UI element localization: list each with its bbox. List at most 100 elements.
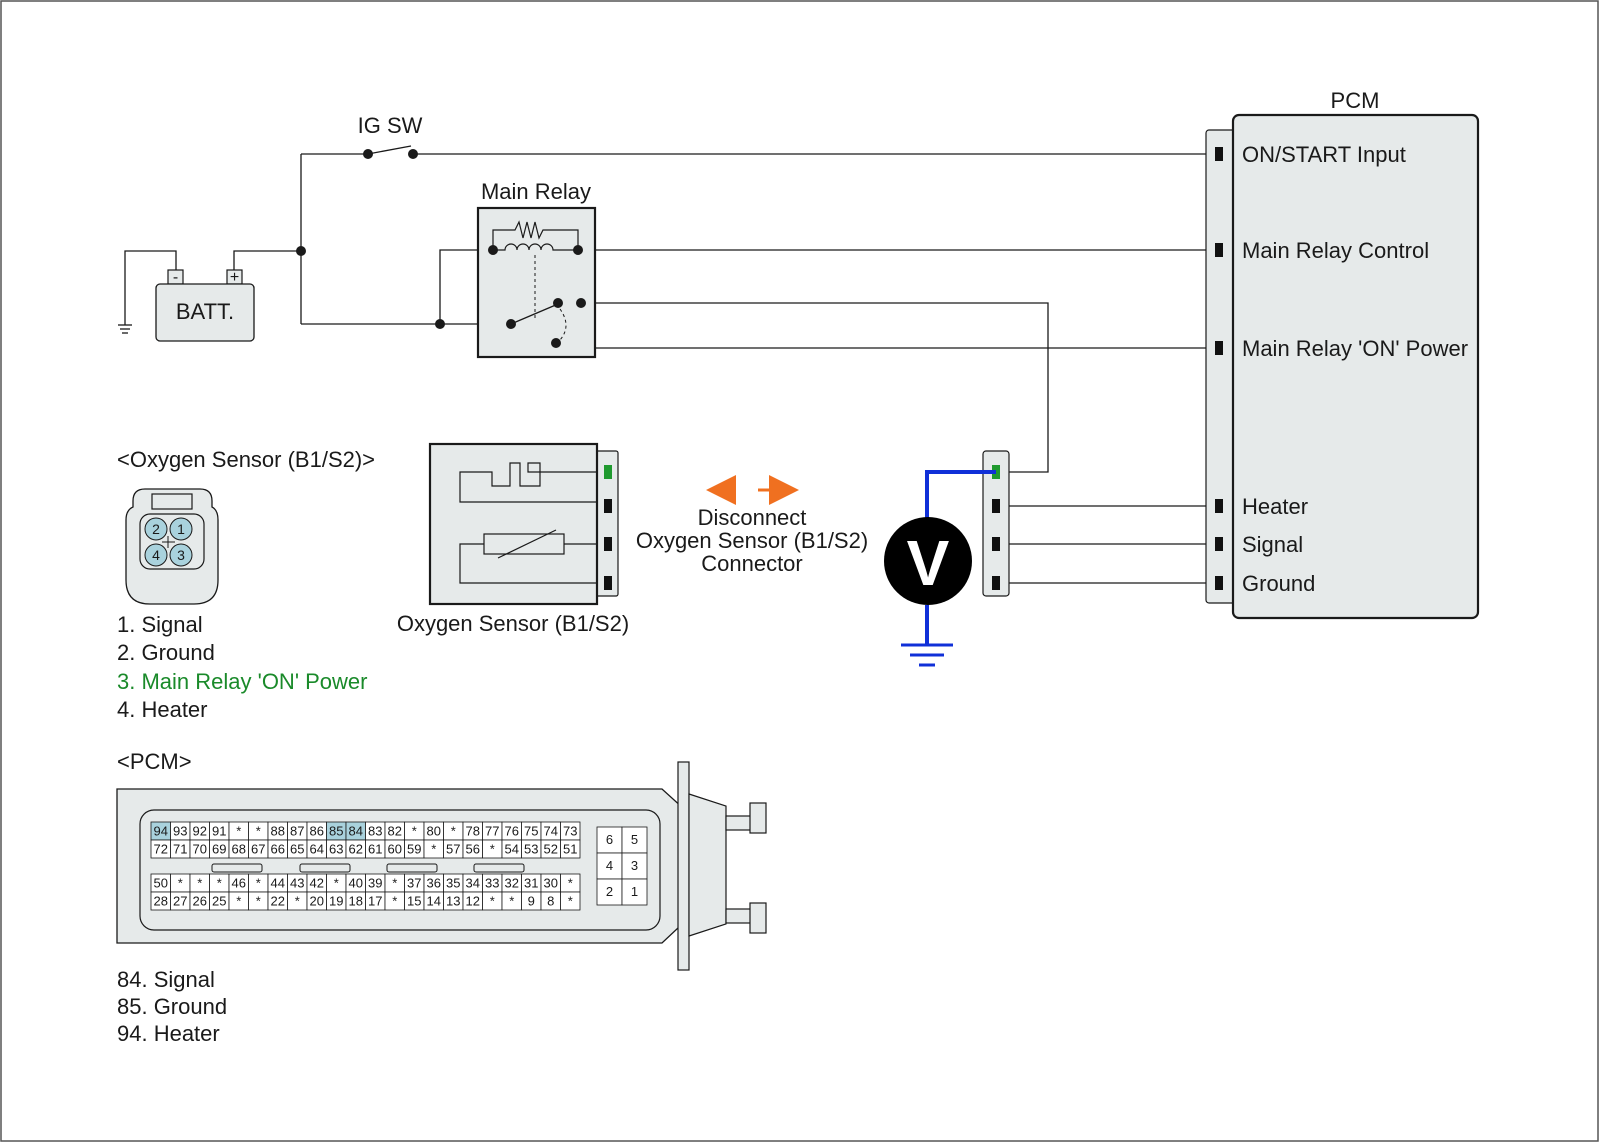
pcm-pin-number: 37 <box>407 876 421 891</box>
pcm-pin-number: * <box>256 824 261 839</box>
disconnect-line-1: Disconnect <box>698 505 807 530</box>
pcm-pin-number: 12 <box>466 894 480 909</box>
pcm-small-pin-number: 6 <box>606 832 613 847</box>
pcm-small-pin-number: 3 <box>631 858 638 873</box>
pcm-pin-number: 85 <box>329 824 343 839</box>
pcm-pin-main-relay-on-power: Main Relay 'ON' Power <box>1242 336 1468 361</box>
voltmeter-symbol: V <box>907 527 950 599</box>
pcm-terminals <box>1215 147 1223 590</box>
pcm-pin-number: * <box>412 824 417 839</box>
sensor-pin-1: 1. Signal <box>117 612 203 637</box>
pcm-pin-number: 64 <box>310 842 324 857</box>
pcm-pin-84: 84. Signal <box>117 967 215 992</box>
pcm-pin-number: 88 <box>271 824 285 839</box>
pcm-pin-number: 43 <box>290 876 304 891</box>
junction-dot <box>435 319 445 329</box>
pcm-small-pin-number: 2 <box>606 884 613 899</box>
pcm-small-pin-number: 1 <box>631 884 638 899</box>
pcm-pin-number: * <box>236 894 241 909</box>
ig-switch-contact <box>363 149 373 159</box>
pcm-pin-number: 66 <box>271 842 285 857</box>
pcm-pin-number: 9 <box>528 894 535 909</box>
pcm-pin-number: 35 <box>446 876 460 891</box>
battery-plus-sign: + <box>230 269 239 286</box>
pcm-pin-number: * <box>509 894 514 909</box>
pcm-pin-number: 78 <box>466 824 480 839</box>
sensor-pin-3: 3. Main Relay 'ON' Power <box>117 669 368 694</box>
pcm-pin-number: 32 <box>505 876 519 891</box>
pcm-pin-number: 18 <box>349 894 363 909</box>
pcm-pin-number: 87 <box>290 824 304 839</box>
pcm-small-pin-cell <box>621 852 648 880</box>
pcm-pin-number: 93 <box>173 824 187 839</box>
pcm-pin-number: 51 <box>563 842 577 857</box>
pcm-pin-number: * <box>392 894 397 909</box>
pcm-title: PCM <box>1331 88 1380 113</box>
pcm-pin-number: 62 <box>349 842 363 857</box>
pcm-pin-number: * <box>451 824 456 839</box>
pcm-pin-number: 69 <box>212 842 226 857</box>
pcm-pin-on-start-input: ON/START Input <box>1242 142 1406 167</box>
pcm-small-pin-cell <box>596 826 623 854</box>
oxygen-sensor-caption: Oxygen Sensor (B1/S2) <box>397 611 629 636</box>
pcm-pin-number: 36 <box>427 876 441 891</box>
pcm-pin-number: 17 <box>368 894 382 909</box>
pcm-pin-number: * <box>490 842 495 857</box>
pcm-pin-number: 26 <box>193 894 207 909</box>
pcm-pin-number: 34 <box>466 876 480 891</box>
voltmeter <box>884 517 972 605</box>
pcm-small-pin-cell <box>621 878 648 906</box>
pcm-pin-ground: Ground <box>1242 571 1315 596</box>
pcm-pin-number: 53 <box>524 842 538 857</box>
pcm-pin-number: * <box>392 876 397 891</box>
cavity-number: 2 <box>152 521 160 537</box>
battery-minus-sign: - <box>173 269 178 286</box>
pcm-pin-number: 27 <box>173 894 187 909</box>
pcm-pin-cell <box>560 839 581 859</box>
pcm-small-pin-number: 5 <box>631 832 638 847</box>
pcm-pin-number: 74 <box>544 824 558 839</box>
pcm-pin-number: 75 <box>524 824 538 839</box>
pcm-small-pin-cell <box>596 878 623 906</box>
pcm-pin-cell <box>560 891 581 911</box>
pcm-pin-number: 39 <box>368 876 382 891</box>
pcm-pin-number: 73 <box>563 824 577 839</box>
pcm-pin-number: 20 <box>310 894 324 909</box>
meter-lead-positive <box>925 470 996 518</box>
pcm-pin-number: 77 <box>485 824 499 839</box>
pcm-pin-number: 22 <box>271 894 285 909</box>
pcm-pin-number: * <box>256 894 261 909</box>
pcm-pin-number: 52 <box>544 842 558 857</box>
pcm-pin-number: * <box>236 824 241 839</box>
pcm-pin-main-relay-control: Main Relay Control <box>1242 238 1429 263</box>
pcm-small-pin-cell <box>621 826 648 854</box>
pcm-pin-number: 46 <box>232 876 246 891</box>
pcm-pin-number: 19 <box>329 894 343 909</box>
pcm-small-pin-cell <box>596 852 623 880</box>
battery-label: BATT. <box>176 299 234 324</box>
disconnect-line-3: Connector <box>701 551 803 576</box>
main-relay <box>476 206 597 359</box>
pcm-pin-number: 57 <box>446 842 460 857</box>
sensor-connector-title: <Oxygen Sensor (B1/S2)> <box>117 447 375 472</box>
pcm-pin-number: * <box>197 876 202 891</box>
pcm-pin-number: 80 <box>427 824 441 839</box>
disconnect-line-2: Oxygen Sensor (B1/S2) <box>636 528 868 553</box>
pcm-pin-number: * <box>256 876 261 891</box>
oxygen-sensor <box>428 442 619 606</box>
pcm-pin-94: 94. Heater <box>117 1021 220 1046</box>
sensor-connector-face: 2 1 4 3 <box>125 488 219 605</box>
pcm-pin-number: 54 <box>505 842 519 857</box>
pcm-pin-number: 84 <box>349 824 363 839</box>
pcm-pin-number: 56 <box>466 842 480 857</box>
ig-switch-contact <box>408 149 418 159</box>
pcm-pin-number: 33 <box>485 876 499 891</box>
cavity-number: 3 <box>177 547 185 563</box>
pcm-pin-number: 83 <box>368 824 382 839</box>
pcm-pin-number: 68 <box>232 842 246 857</box>
pcm-pin-number: 42 <box>310 876 324 891</box>
pcm-pin-number: 44 <box>271 876 285 891</box>
